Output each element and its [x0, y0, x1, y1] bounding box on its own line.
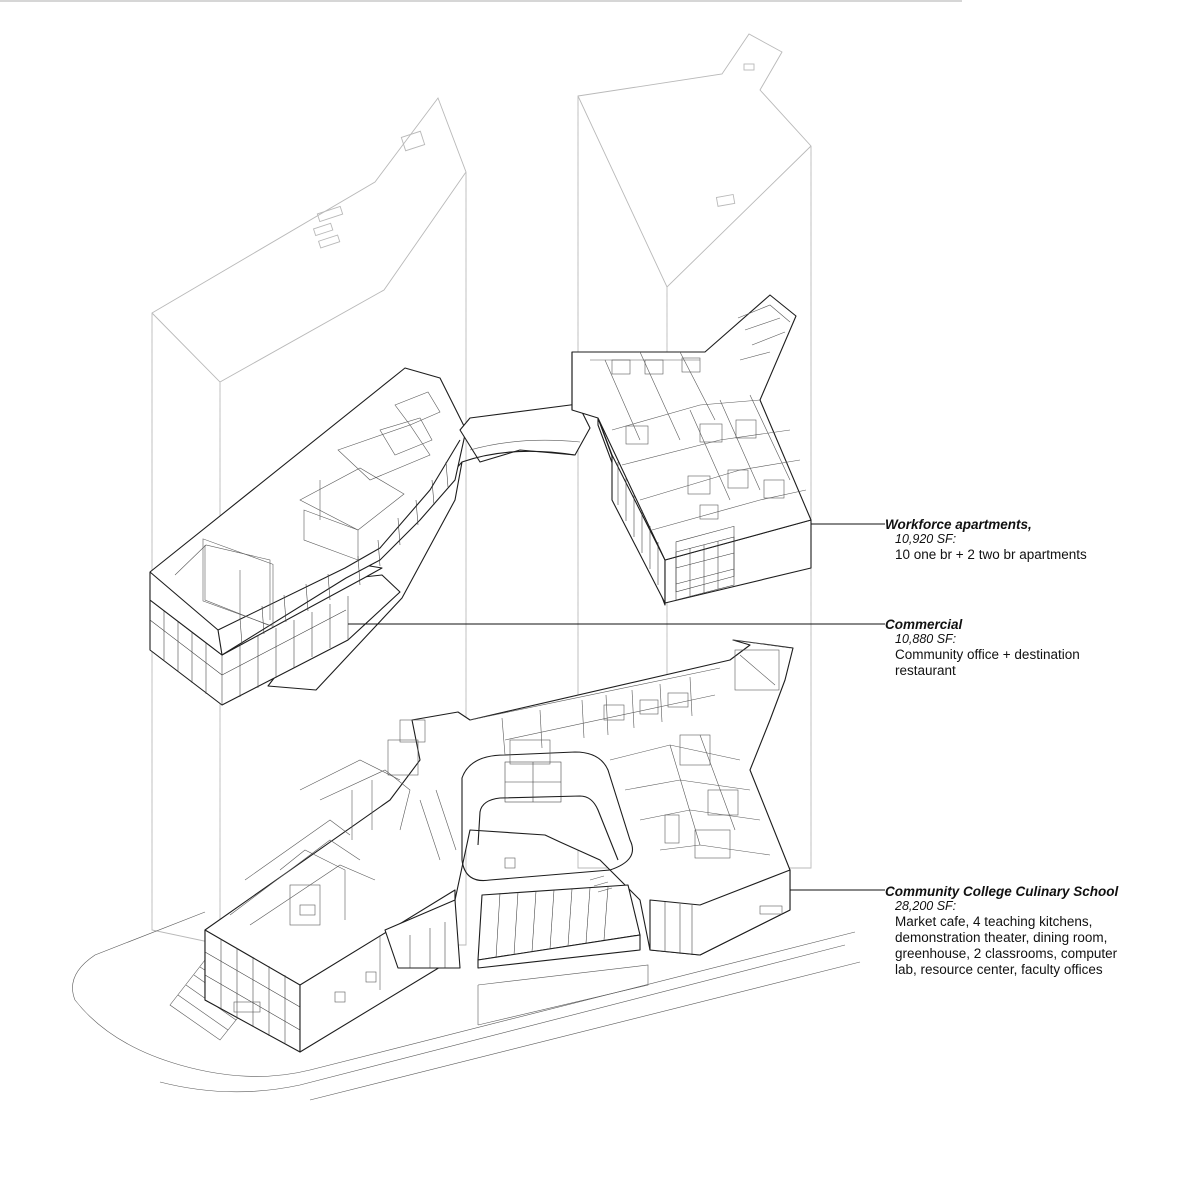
label-culinary-title: Community College Culinary School	[885, 884, 1119, 899]
label-commercial-area: 10,880 SF:	[895, 632, 957, 646]
label-commercial: Commercial 10,880 SF: Community office +…	[885, 617, 1080, 679]
apartments-floor	[571, 294, 812, 606]
label-culinary: Community College Culinary School 28,200…	[885, 884, 1118, 978]
label-culinary-desc-line: demonstration theater, dining room,	[895, 930, 1108, 945]
label-commercial-title: Commercial	[885, 617, 963, 632]
label-workforce-title: Workforce apartments,	[885, 517, 1032, 532]
greenhouse	[477, 884, 641, 969]
label-culinary-desc-line: lab, resource center, faculty offices	[895, 962, 1103, 977]
connector-bridge	[459, 403, 591, 463]
culinary-school-floor	[72, 639, 861, 1101]
label-workforce: Workforce apartments, 10,920 SF: 10 one …	[885, 517, 1087, 563]
leader-lines	[348, 523, 885, 891]
courtyard	[461, 751, 634, 893]
label-culinary-desc-line: Market cafe, 4 teaching kitchens,	[895, 914, 1093, 929]
front-glass-box	[204, 929, 301, 1053]
label-workforce-area: 10,920 SF:	[895, 532, 957, 546]
commercial-floor	[149, 367, 467, 706]
label-culinary-area: 28,200 SF:	[895, 899, 957, 913]
label-culinary-desc-line: greenhouse, 2 classrooms, computer	[895, 946, 1118, 961]
label-commercial-desc-line: Community office + destination	[895, 647, 1080, 662]
label-workforce-desc-line: 10 one br + 2 two br apartments	[895, 547, 1087, 562]
label-commercial-desc-line: restaurant	[895, 663, 956, 678]
